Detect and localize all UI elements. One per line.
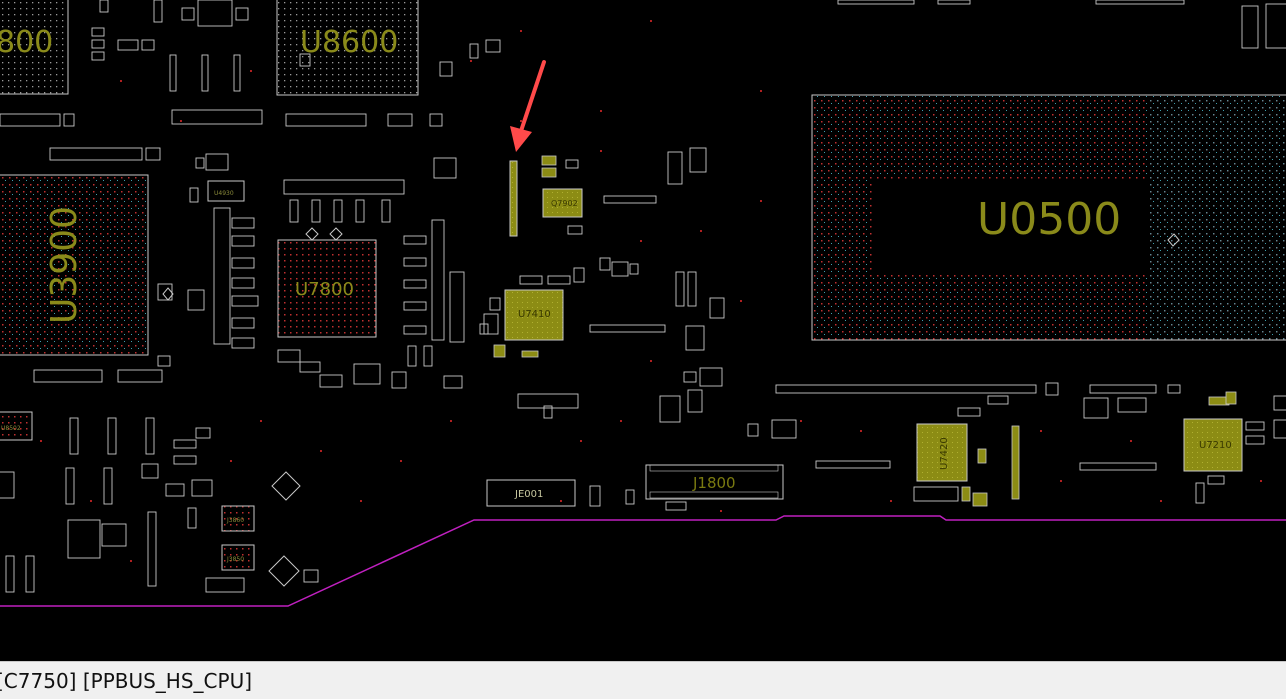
component-label-je001: JE001 [514, 489, 543, 500]
connector-je001[interactable]: JE001 [486, 479, 576, 507]
component-u8600[interactable]: U8600 [276, 0, 419, 96]
via-dots [40, 20, 1262, 562]
svg-text:U4930: U4930 [214, 190, 234, 197]
svg-text:J3850: J3850 [226, 556, 244, 563]
component-u7410[interactable]: U7410 [504, 289, 564, 341]
passive-components [0, 0, 1286, 593]
svg-text:U8502: U8502 [1, 425, 21, 432]
connector-j1800[interactable]: J1800 [645, 464, 784, 500]
status-bar-text: [C7750] [PPBUS_HS_CPU] [0, 668, 253, 693]
component-u7420[interactable]: U7420 [916, 423, 968, 482]
component-u7800[interactable]: U7800 [277, 239, 377, 338]
component-u8502[interactable]: U8502 [0, 411, 33, 441]
component-c7750-highlighted[interactable] [509, 160, 518, 237]
component-label-u7420: U7420 [939, 437, 950, 470]
red-arrow-pointer-icon [510, 60, 546, 152]
component-label-j1800: J1800 [692, 474, 736, 492]
component-label-q7902: Q7902 [551, 199, 578, 208]
status-bar: [C7750] [PPBUS_HS_CPU] [0, 661, 1286, 699]
small-highlighted-parts [493, 155, 1237, 507]
component-label-u3900: U3900 [44, 206, 85, 324]
component-label-u0500: U0500 [977, 194, 1121, 245]
component-u3900[interactable]: U3900 [0, 174, 149, 356]
component-label-u7210: U7210 [1199, 440, 1232, 451]
svg-text:J3860: J3860 [226, 517, 244, 524]
board-edge [0, 515, 1286, 607]
component-u_partial[interactable]: 800 [0, 0, 69, 95]
component-j3860[interactable]: J3860 [221, 505, 255, 532]
diamond-parts [162, 227, 343, 587]
component-q7902[interactable]: Q7902 [542, 188, 583, 218]
component-label-partial: 800 [0, 25, 53, 60]
component-label-u7800: U7800 [295, 279, 354, 300]
board-viewer-canvas[interactable]: 800 U8600 U3900 U7800 U0500 [0, 0, 1286, 661]
component-label-u8600: U8600 [300, 25, 398, 60]
component-label-u7410: U7410 [518, 309, 551, 320]
component-u4930[interactable]: U4930 [207, 180, 245, 202]
component-u7210[interactable]: U7210 [1183, 418, 1243, 472]
component-u0500[interactable]: U0500 [811, 94, 1286, 341]
pcb-layout[interactable]: 800 U8600 U3900 U7800 U0500 [0, 0, 1286, 661]
component-j3850[interactable]: J3850 [221, 544, 255, 571]
